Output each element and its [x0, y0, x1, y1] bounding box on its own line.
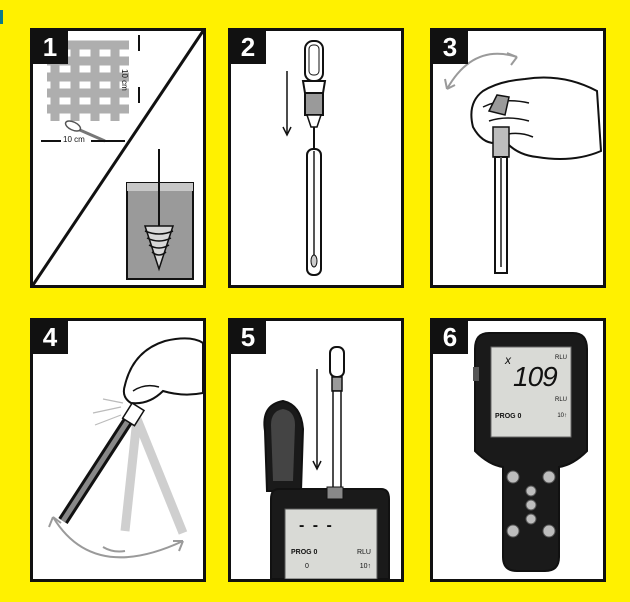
step-number-4: 4	[32, 320, 68, 354]
lcd-unit2: 10↑	[557, 413, 567, 419]
lcd-x-mark: x	[505, 353, 511, 367]
lcd-units: RLU	[555, 397, 567, 403]
step-number-5: 5	[230, 320, 266, 354]
swab-insert-illustration	[231, 31, 401, 285]
step-number-2: 2	[230, 30, 266, 64]
edge-mark	[0, 10, 3, 24]
step-4-panel: 4	[30, 318, 206, 582]
step-number-6: 6	[432, 320, 468, 354]
lcd-program: PROG 0	[495, 413, 521, 420]
snap-valve-illustration	[433, 31, 603, 285]
reader-lcd-step5: - - - PROG 0 RLU 0 10↑	[285, 509, 377, 579]
step-number-1: 1	[32, 30, 68, 64]
step-1-panel: 1	[30, 28, 206, 288]
lcd-program: PROG 0	[291, 549, 317, 556]
lcd-units: RLU	[357, 549, 371, 556]
shake-illustration	[33, 321, 203, 579]
lcd-dashes: - - -	[299, 517, 334, 535]
reader-lcd-step6: x RLU 109 RLU PROG 0 10↑	[491, 347, 571, 437]
lcd-reading: 109	[513, 361, 557, 393]
swab-surface-illustration	[33, 31, 203, 285]
height-label: 10 cm	[120, 69, 129, 91]
width-label: 10 cm	[63, 135, 85, 144]
step-number-3: 3	[432, 30, 468, 64]
lcd-unit2: 10↑	[360, 563, 371, 570]
step-5-panel: 5 - - - PROG 0 RLU 0 10↑	[228, 318, 404, 582]
step-2-panel: 2	[228, 28, 404, 288]
step-6-panel: 6 x RLU 109 RLU PROG 0 10↑	[430, 318, 606, 582]
lcd-count: 0	[305, 563, 309, 570]
step-3-panel: 3	[430, 28, 606, 288]
